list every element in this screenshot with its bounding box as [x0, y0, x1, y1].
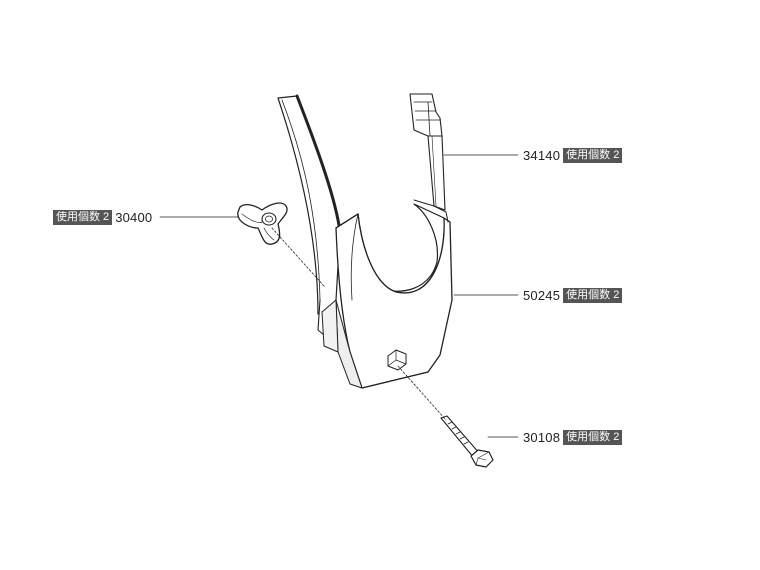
callout-34140: 34140 使用個数 2 [523, 147, 625, 163]
callout-30108: 30108 使用個数 2 [523, 429, 625, 445]
part-number: 34140 [523, 147, 561, 163]
part-number: 30400 [115, 209, 153, 225]
callout-30400: 使用個数 2 30400 [50, 209, 152, 225]
leader-lines [159, 154, 519, 438]
assembly-lines [271, 227, 447, 421]
knob-icon [237, 202, 288, 245]
part-number: 50245 [523, 287, 561, 303]
quantity-badge: 使用個数 2 [563, 147, 623, 163]
part-number: 30108 [523, 429, 561, 445]
cradle-icon [321, 203, 453, 389]
quantity-badge: 使用個数 2 [53, 209, 113, 225]
quantity-badge: 使用個数 2 [563, 287, 623, 303]
strap-icon [409, 93, 449, 223]
quantity-badge: 使用個数 2 [563, 429, 623, 445]
bolt-icon [440, 415, 494, 468]
callout-50245: 50245 使用個数 2 [523, 287, 625, 303]
